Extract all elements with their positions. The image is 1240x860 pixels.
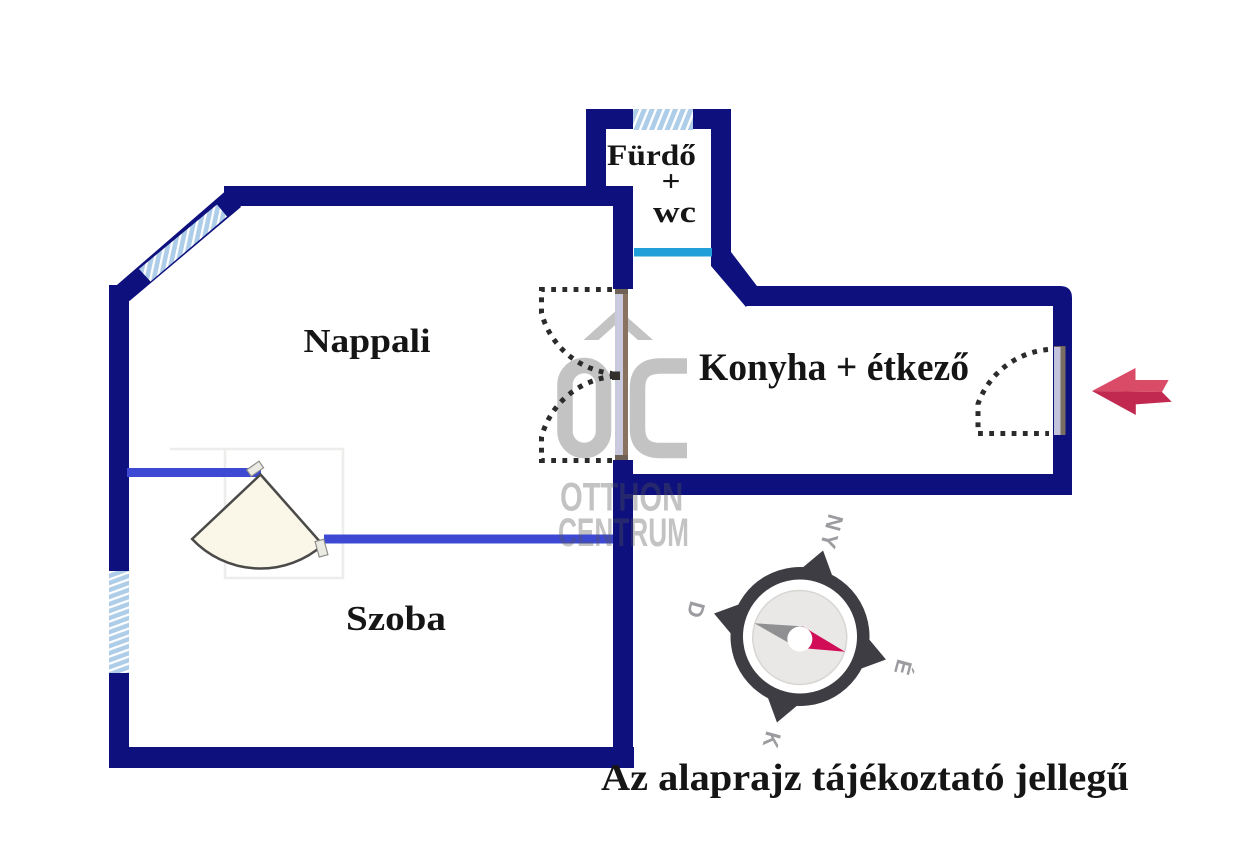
svg-text:OTTHON: OTTHON — [560, 475, 683, 520]
svg-text:Fürdő: Fürdő — [607, 139, 696, 172]
svg-text:wc: wc — [653, 194, 696, 229]
svg-text:Nappali: Nappali — [304, 323, 431, 360]
svg-text:Szoba: Szoba — [346, 599, 446, 638]
svg-text:CENTRUM: CENTRUM — [558, 511, 689, 556]
svg-text:É: É — [889, 657, 917, 678]
svg-text:+: + — [662, 165, 681, 198]
svg-text:NY: NY — [814, 512, 848, 555]
svg-text:Konyha + étkező: Konyha + étkező — [699, 346, 969, 389]
svg-text:Az alaprajz tájékoztató jelleg: Az alaprajz tájékoztató jellegű — [601, 757, 1129, 799]
svg-text:K: K — [758, 729, 786, 751]
svg-text:D: D — [682, 599, 710, 621]
